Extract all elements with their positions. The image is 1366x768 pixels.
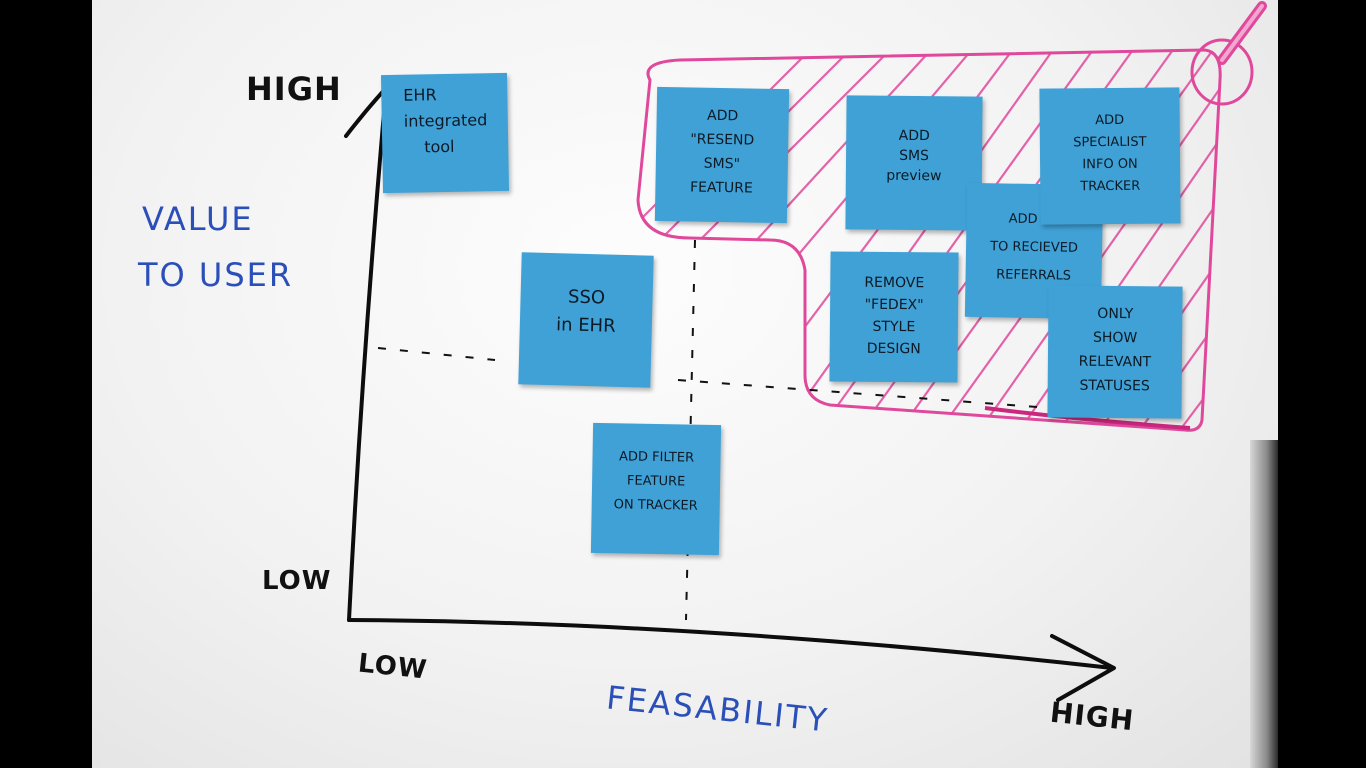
y-axis-title-line2: TO USER [138, 256, 293, 294]
sticky-note-add-sms-preview[interactable]: ADD SMS preview [845, 95, 982, 230]
sticky-note-remove-fedex-style[interactable]: REMOVE "FEDEX" STYLE DESIGN [829, 251, 958, 382]
sticky-note-sso-in-ehr[interactable]: SSO in EHR [518, 252, 653, 387]
x-axis [349, 620, 1112, 668]
marker-cap-icon [1192, 6, 1262, 104]
y-axis-low-label: LOW [262, 566, 331, 596]
sticky-note-add-specialist-info[interactable]: ADD SPECIALIST INFO ON TRACKER [1039, 87, 1180, 224]
sticky-note-only-show-relevant[interactable]: ONLY SHOW RELEVANT STATUSES [1047, 285, 1182, 418]
y-axis [349, 90, 386, 620]
sticky-note-add-filter-feature[interactable]: ADD FILTER FEATURE ON TRACKER [591, 423, 721, 555]
y-axis-title-line1: VALUE [142, 200, 254, 238]
sticky-note-add-resend-sms[interactable]: ADD "RESEND SMS" FEATURE [655, 87, 789, 223]
sticky-note-ehr-integrated-tool[interactable]: EHR integrated tool [381, 73, 509, 193]
y-axis-high-label: HIGH [246, 70, 342, 108]
